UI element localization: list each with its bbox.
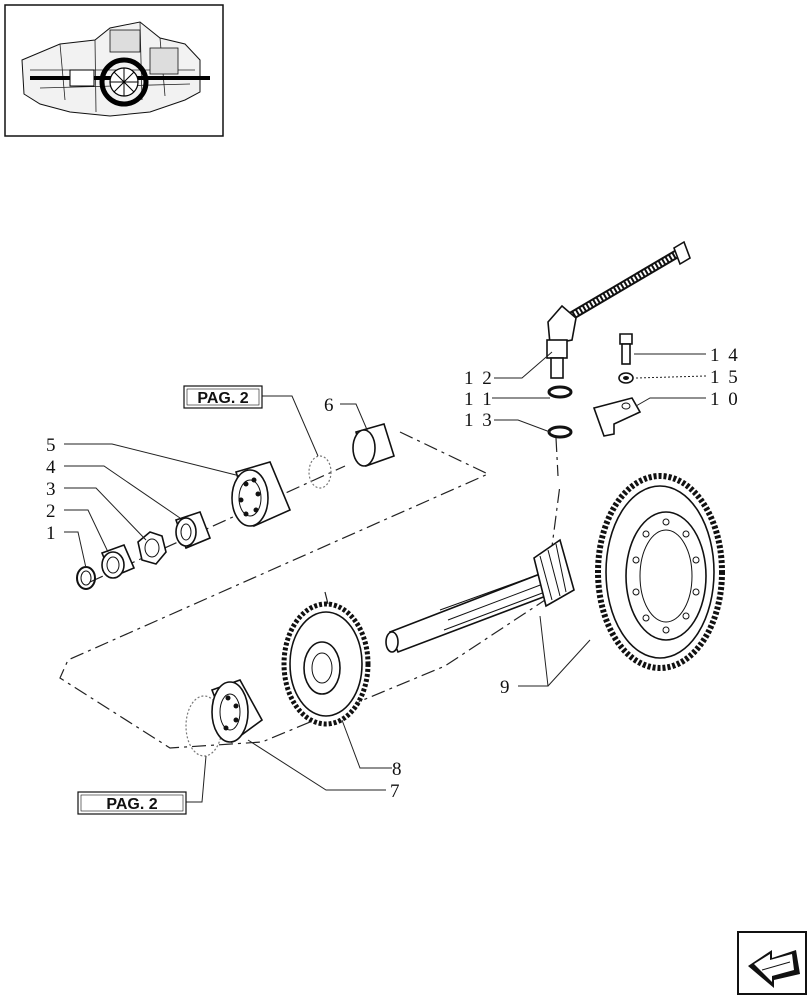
callout-11[interactable]: 1 1 <box>464 389 494 410</box>
locator-thumbnail[interactable] <box>4 4 224 137</box>
ref-tag-pag-top[interactable]: PAG. 2 <box>183 385 263 409</box>
part-3-nut[interactable] <box>137 531 167 565</box>
ref-tag-pag-bottom[interactable]: PAG. 2 <box>77 791 187 815</box>
callout-7[interactable]: 7 <box>390 781 402 802</box>
part-13-o-ring[interactable] <box>547 425 573 439</box>
callout-6[interactable]: 6 <box>324 395 336 416</box>
part-10-clamp[interactable] <box>592 397 642 437</box>
part-2-roller-sleeve[interactable] <box>100 543 136 579</box>
part-15-washer[interactable] <box>618 372 634 384</box>
callout-2[interactable]: 2 <box>46 501 58 522</box>
callout-3[interactable]: 3 <box>46 479 58 500</box>
part-9-crown-wheel[interactable] <box>595 473 725 671</box>
callout-13[interactable]: 1 3 <box>464 410 494 431</box>
part-1-snap-ring[interactable] <box>76 566 96 590</box>
callout-labels: 1 2 3 4 5 6 7 8 9 1 0 1 1 1 2 1 3 1 4 1 … <box>46 345 740 802</box>
part-12-oil-pipe[interactable] <box>546 240 691 379</box>
callout-8[interactable]: 8 <box>392 759 404 780</box>
tractor-transmission-icon <box>21 21 210 117</box>
callout-4[interactable]: 4 <box>46 457 58 478</box>
part-8-gear[interactable] <box>281 601 371 727</box>
ref-tag-label: PAG. 2 <box>197 390 248 407</box>
back-arrow-icon <box>748 950 800 988</box>
leader-lines <box>64 351 707 803</box>
part-9-pinion-shaft[interactable] <box>385 538 575 654</box>
callout-5[interactable]: 5 <box>46 435 58 456</box>
part-7-bearing[interactable] <box>185 679 264 757</box>
callout-12[interactable]: 1 2 <box>464 368 494 389</box>
callout-15[interactable]: 1 5 <box>710 367 740 388</box>
part-11-o-ring[interactable] <box>547 385 573 399</box>
nav-back-button[interactable] <box>737 931 807 995</box>
part-4-bushing[interactable] <box>174 510 212 550</box>
callout-10[interactable]: 1 0 <box>710 389 740 410</box>
ref-tag-label: PAG. 2 <box>106 796 157 813</box>
callout-9[interactable]: 9 <box>500 677 512 698</box>
shim-ring-top[interactable] <box>308 455 332 489</box>
callout-14[interactable]: 1 4 <box>710 345 740 366</box>
callout-1[interactable]: 1 <box>46 523 58 544</box>
part-14-bolt[interactable] <box>619 333 633 365</box>
part-6-bushing[interactable] <box>352 423 395 468</box>
part-5-bearing[interactable] <box>231 461 292 528</box>
